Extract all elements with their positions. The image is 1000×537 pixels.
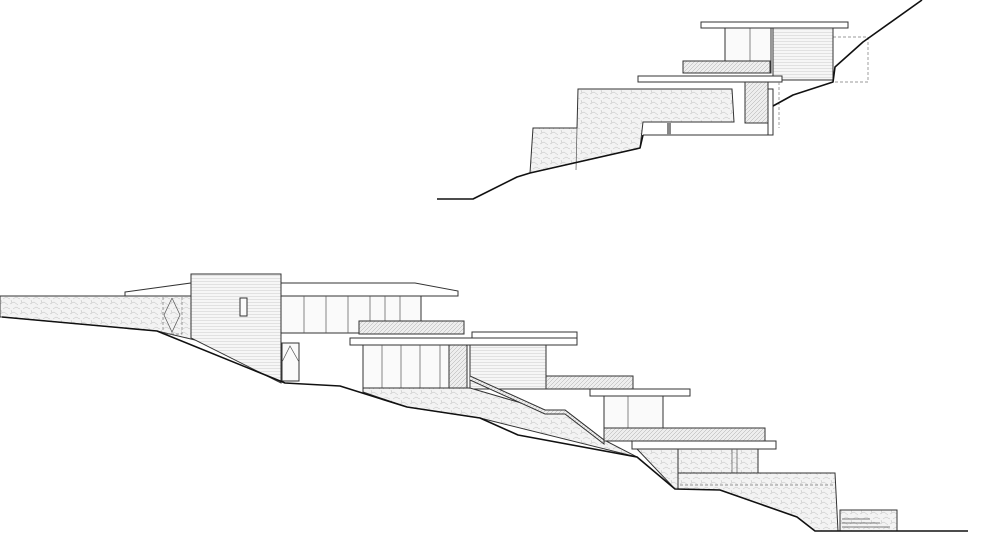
side-elevation xyxy=(437,0,923,200)
upper-balustrade xyxy=(358,320,465,335)
roof-slab xyxy=(700,21,849,29)
dashed-door-left xyxy=(162,295,183,335)
step-parapet xyxy=(545,375,634,390)
timber-clad-block xyxy=(190,273,282,384)
ground-line-upper xyxy=(772,0,923,107)
stone-plinth xyxy=(677,472,839,532)
stone-base xyxy=(362,387,638,458)
timber-wall xyxy=(772,27,834,81)
ground-line xyxy=(1,316,968,532)
dashed-outline xyxy=(832,36,869,83)
post xyxy=(667,123,671,135)
lower-window xyxy=(281,342,300,382)
stair-flight xyxy=(469,375,605,446)
long-elevation xyxy=(0,273,968,532)
upper-roof-slab xyxy=(280,282,459,297)
hatched-door xyxy=(448,344,468,389)
small-window xyxy=(239,297,248,317)
balcony-balustrade xyxy=(682,60,771,74)
wall-section xyxy=(767,88,774,136)
entry-steps xyxy=(839,509,898,532)
lower-roof-slab xyxy=(589,388,691,397)
lower-balustrade xyxy=(603,427,766,442)
ground-line-lower xyxy=(437,134,644,200)
lower-room xyxy=(677,448,759,475)
lower-slab xyxy=(631,440,777,450)
middle-slab xyxy=(349,337,578,346)
floor-slab xyxy=(637,75,783,83)
stone-retaining-wall xyxy=(529,88,735,174)
hatched-door xyxy=(744,81,769,124)
